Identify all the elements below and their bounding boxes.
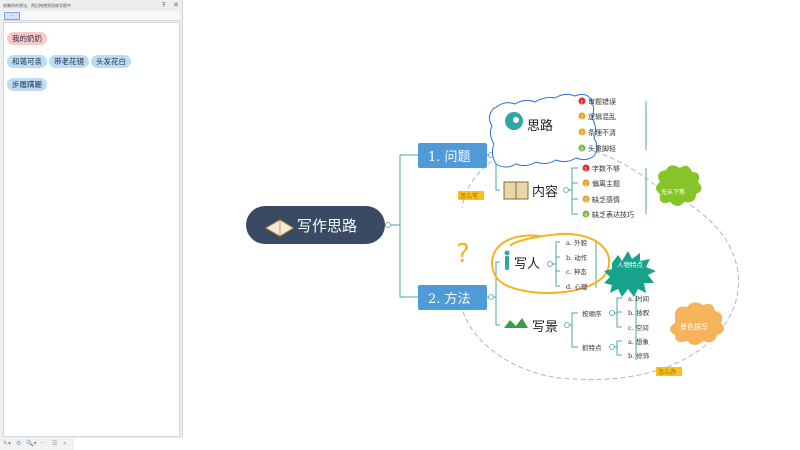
svg-text:4: 4 — [584, 213, 587, 219]
callout-teal-burst[interactable]: 人物特点 — [604, 251, 656, 297]
tag-item[interactable]: 步履蹒跚 — [7, 78, 47, 91]
branch-problem[interactable]: 1. 问题 — [418, 143, 487, 168]
list-item[interactable]: 3 条理不清 — [578, 128, 617, 137]
svg-text:4: 4 — [580, 147, 583, 153]
pin-icon[interactable]: Ŧ — [162, 2, 166, 9]
list-item[interactable]: 1 审题错误 — [578, 97, 617, 106]
list-item[interactable]: 1 字数不够 — [582, 164, 621, 173]
list-item[interactable]: c. 神态 — [566, 267, 587, 276]
callout-green-cloud[interactable]: 无从下笔 — [656, 165, 702, 206]
central-topic-label: 写作思路 — [297, 217, 357, 235]
svg-text:人物特点: 人物特点 — [617, 260, 644, 269]
subtopic-label: 写景 — [532, 320, 558, 335]
svg-text:审题错误: 审题错误 — [588, 97, 616, 106]
panel-title: 收集你的想法、然后拖拽到思维导图中 — [3, 3, 71, 8]
list-item[interactable]: a. 想象 — [628, 337, 650, 346]
group-label[interactable]: 抓特点 — [582, 343, 602, 352]
callout-orange-cloud[interactable]: 景色描写 — [670, 302, 725, 345]
list-item[interactable]: b. 修饰 — [628, 351, 650, 360]
list-item[interactable]: b. 动作 — [566, 253, 588, 262]
list-item[interactable]: a. 外貌 — [566, 238, 588, 247]
svg-text:3: 3 — [584, 198, 587, 204]
notes-panel: 收集你的想法、然后拖拽到思维导图中 Ŧ ✕ ··· 我的奶奶 和蔼可亲带老花镜头… — [0, 0, 183, 438]
svg-text:条理不清: 条理不清 — [588, 128, 616, 137]
branch-method[interactable]: 2. 方法 — [418, 285, 487, 310]
subtopic-scenery[interactable]: 写景 — [504, 318, 558, 335]
svg-text:逻辑混乱: 逻辑混乱 — [588, 112, 616, 121]
list-item[interactable]: c. 空间 — [628, 323, 649, 332]
toolbar-view-button[interactable]: ··· — [4, 12, 20, 20]
central-topic[interactable]: 写作思路 — [246, 206, 385, 244]
person-icon — [504, 250, 510, 270]
panel-toolbar: ··· — [2, 11, 180, 21]
subtopic-content[interactable]: 内容 — [503, 181, 558, 200]
head-lightbulb-icon — [505, 112, 523, 130]
svg-text:缺乏表达技巧: 缺乏表达技巧 — [592, 210, 634, 219]
landscape-icon — [504, 318, 528, 328]
branch-label: 2. 方法 — [428, 291, 471, 307]
more-icon[interactable]: ··· — [40, 440, 46, 447]
tag-item[interactable]: 我的奶奶 — [7, 32, 47, 45]
close-icon[interactable]: ✕ — [173, 1, 179, 9]
svg-text:2: 2 — [584, 182, 587, 188]
subtopic-thinking[interactable]: 思路 — [488, 93, 598, 168]
collapse-icon[interactable]: « — [63, 440, 67, 447]
people-items: a. 外貌 b. 动作 c. 神态 d. 心理 — [566, 238, 588, 291]
content-items: 1 字数不够 2 偏离主题 3 缺乏感情 4 缺乏表达技巧 — [582, 164, 635, 219]
svg-text:无从下笔: 无从下笔 — [661, 188, 685, 196]
list-item[interactable]: 4 缺乏表达技巧 — [582, 210, 635, 219]
subtopic-label: 思路 — [527, 118, 553, 134]
list-item[interactable]: 2 偏离主题 — [582, 179, 621, 188]
settings-icon[interactable]: ⚙ — [16, 440, 22, 447]
list-icon[interactable]: ☰ — [52, 440, 58, 447]
svg-text:偏离主题: 偏离主题 — [592, 179, 620, 188]
svg-text:头重脚轻: 头重脚轻 — [588, 144, 616, 153]
zoom-icon[interactable]: 🔍▾ — [26, 440, 37, 447]
list-item[interactable]: 3 缺乏感情 — [582, 195, 621, 204]
svg-text:景色描写: 景色描写 — [680, 322, 708, 331]
branch-label: 1. 问题 — [428, 150, 471, 165]
list-item[interactable]: 4 头重脚轻 — [578, 144, 617, 153]
tag-item[interactable]: 和蔼可亲 — [7, 55, 47, 68]
subtopic-label: 内容 — [532, 184, 558, 200]
list-item[interactable]: b. 插叙 — [628, 308, 650, 317]
svg-text:缺乏感情: 缺乏感情 — [592, 195, 620, 204]
tag-item[interactable]: 带老花镜 — [49, 55, 89, 68]
open-book-icon — [264, 219, 294, 237]
edit-icon[interactable]: ✎▾ — [3, 440, 12, 447]
svg-text:怎么写: 怎么写 — [460, 192, 478, 200]
thinking-items: 1 审题错误 2 逻辑混乱 3 条理不清 4 头重脚轻 — [578, 97, 617, 153]
tag-item[interactable]: 头发花白 — [91, 55, 131, 68]
svg-text:3: 3 — [580, 131, 583, 137]
book-icon — [503, 181, 529, 200]
scenery-groups: 按顺序 抓特点 a. 时间 b. 插叙 c. 空间 a. 想象 b. 修饰 — [582, 294, 650, 360]
subtopic-people[interactable]: 写人 — [504, 250, 541, 273]
subtopic-label: 写人 — [514, 257, 540, 272]
tag-list: 我的奶奶 和蔼可亲带老花镜头发花白 步履蹒跚 — [7, 26, 177, 95]
label-how-to-write[interactable]: 怎么写 — [458, 191, 484, 200]
svg-text:1: 1 — [580, 100, 583, 106]
svg-text:字数不够: 字数不够 — [592, 164, 620, 173]
svg-text:怎么办: 怎么办 — [658, 368, 676, 376]
notes-body[interactable]: 我的奶奶 和蔼可亲带老花镜头发花白 步履蹒跚 — [3, 22, 180, 437]
svg-text:2: 2 — [580, 115, 583, 121]
list-item[interactable]: d. 心理 — [566, 283, 588, 291]
group-label[interactable]: 按顺序 — [582, 309, 602, 318]
label-what-to-do[interactable]: 怎么办 — [656, 367, 682, 376]
status-bar: ✎▾ ⚙ 🔍▾ ··· ☰ « — [0, 438, 74, 450]
list-item[interactable]: a. 时间 — [628, 294, 649, 303]
yellow-circle-mark — [491, 232, 611, 294]
relation-arc-bottom — [461, 204, 740, 380]
question-mark-doodle: ? — [456, 239, 470, 269]
list-item[interactable]: 2 逻辑混乱 — [578, 112, 617, 121]
svg-text:1: 1 — [584, 167, 587, 173]
